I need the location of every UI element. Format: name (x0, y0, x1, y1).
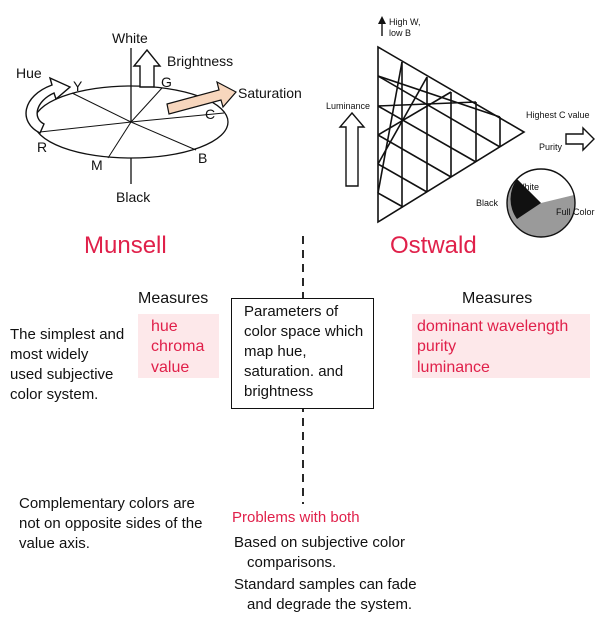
munsell-saturation-label: Saturation (238, 85, 302, 101)
problem-2-line-1: Standard samples can fade (234, 576, 417, 593)
ostwald-measures-box (412, 314, 590, 378)
ostwald-high-w-label: High W, (389, 17, 421, 27)
ostwald-measure-purity: purity (417, 338, 457, 355)
munsell-description: The simplest and most widely used subjec… (10, 326, 125, 403)
munsell-brightness-label: Brightness (167, 53, 234, 69)
ostwald-purity-label: Purity (539, 142, 563, 152)
munsell-diagram (25, 48, 237, 184)
munsell-white-label: White (112, 30, 148, 46)
ostwald-title: Ostwald (390, 232, 477, 259)
hue-letter-y: Y (73, 78, 83, 94)
ostwald-measure-luminance: luminance (417, 359, 490, 376)
ostwald-highest-c-label: Highest C value (526, 110, 590, 120)
munsell-title: Munsell (84, 232, 167, 259)
hue-letter-c: C (205, 106, 216, 122)
munsell-measure-hue: hue (151, 318, 178, 335)
ostwald-measure-dominant-wavelength: dominant wavelength (417, 318, 569, 335)
munsell-measures-heading: Measures (138, 290, 209, 307)
ostwald-grid (377, 45, 526, 224)
purity-arrow-icon (565, 126, 595, 152)
brightness-arrow-icon (132, 48, 162, 88)
munsell-measures-box (138, 314, 219, 378)
problems-heading: Problems with both (232, 509, 360, 526)
ostwald-diagram (338, 16, 595, 238)
munsell-hue-label: Hue (16, 65, 42, 81)
hue-letter-r: R (37, 139, 48, 155)
saturation-arrow-icon (166, 80, 237, 115)
problem-1-line-1: Based on subjective color (234, 534, 405, 551)
ostwald-color-wheel (506, 168, 576, 238)
munsell-black-label: Black (116, 189, 151, 205)
ostwald-low-b-label: low B (389, 28, 412, 38)
problem-2-line-2: and degrade the system. (247, 596, 413, 613)
ostwald-full-color-label: Full Color (556, 207, 595, 217)
hue-letter-b: B (198, 150, 208, 166)
ostwald-wheel-black-label: Black (476, 198, 499, 208)
ostwald-luminance-label: Luminance (326, 101, 371, 111)
hue-letter-g: G (161, 74, 172, 90)
parameters-box (231, 298, 374, 409)
high-w-arrow-icon (378, 16, 386, 24)
ostwald-measures-heading: Measures (462, 290, 533, 307)
hue-arrow-icon (25, 76, 72, 134)
luminance-arrow-icon (338, 111, 366, 187)
ostwald-wheel-white-label: White (516, 182, 540, 192)
munsell-measure-value: value (151, 359, 190, 376)
parameters-text: Parameters of color space which map hue,… (244, 303, 364, 400)
hue-letter-m: M (91, 157, 103, 173)
munsell-measure-chroma: chroma (151, 338, 205, 355)
problem-1-line-2: comparisons. (247, 554, 337, 571)
munsell-complementary-note: Complementary colors are not on opposite… (19, 495, 203, 552)
